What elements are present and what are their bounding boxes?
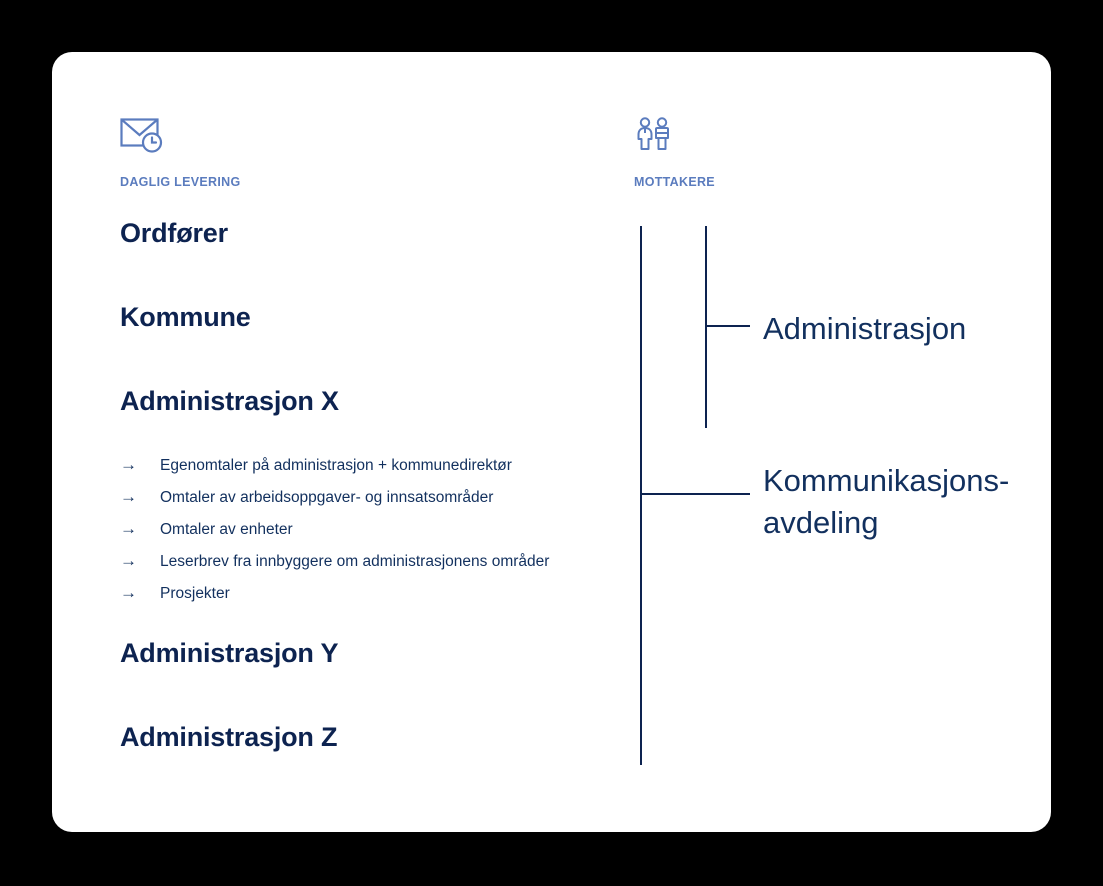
- two-people-icon: [634, 112, 715, 156]
- heading-administrasjon-y: Administrasjon Y: [120, 638, 339, 668]
- column-header-delivery: DAGLIG LEVERING: [120, 112, 240, 189]
- heading-administrasjon-x: Administrasjon X: [120, 386, 339, 416]
- diagram-card: DAGLIG LEVERING MOTTAKERE Ordfører Kommu…: [52, 52, 1051, 832]
- connector-vertical-inner: [705, 226, 707, 428]
- arrow-right-icon: →: [120, 487, 137, 506]
- list-item: → Egenomtaler på administrasjon + kommun…: [120, 456, 660, 488]
- column-header-delivery-label: DAGLIG LEVERING: [120, 175, 241, 189]
- heading-administrasjon-z: Administrasjon Z: [120, 722, 338, 752]
- list-item-label: Leserbrev fra innbyggere om administrasj…: [160, 553, 550, 570]
- connector-horizontal-administrasjon: [706, 325, 750, 327]
- column-header-recipients-label: MOTTAKERE: [634, 175, 715, 189]
- envelope-clock-icon: [120, 112, 240, 156]
- connector-vertical-outer: [640, 226, 642, 765]
- arrow-right-icon: →: [120, 455, 137, 474]
- heading-kommune: Kommune: [120, 302, 251, 332]
- list-item: → Omtaler av arbeidsoppgaver- og innsats…: [120, 488, 660, 520]
- list-item: → Omtaler av enheter: [120, 520, 660, 552]
- arrow-right-icon: →: [120, 519, 137, 538]
- arrow-right-icon: →: [120, 551, 137, 570]
- list-item-label: Omtaler av enheter: [160, 521, 293, 538]
- label-kommunikasjonsavdeling: Kommunikasjons- avdeling: [763, 463, 1010, 540]
- list-item: → Leserbrev fra innbyggere om administra…: [120, 552, 660, 584]
- list-item-label: Omtaler av arbeidsoppgaver- og innsatsom…: [160, 489, 494, 506]
- column-header-recipients: MOTTAKERE: [634, 112, 715, 189]
- arrow-right-icon: →: [120, 583, 137, 602]
- bullet-list: → Egenomtaler på administrasjon + kommun…: [120, 456, 660, 616]
- connector-horizontal-kommunikasjonsavdeling: [640, 493, 750, 495]
- list-item: → Prosjekter: [120, 584, 660, 616]
- list-item-label: Egenomtaler på administrasjon + kommuned…: [160, 457, 512, 474]
- list-item-label: Prosjekter: [160, 585, 230, 602]
- label-administrasjon: Administrasjon: [763, 311, 967, 346]
- heading-ordforer: Ordfører: [120, 218, 228, 248]
